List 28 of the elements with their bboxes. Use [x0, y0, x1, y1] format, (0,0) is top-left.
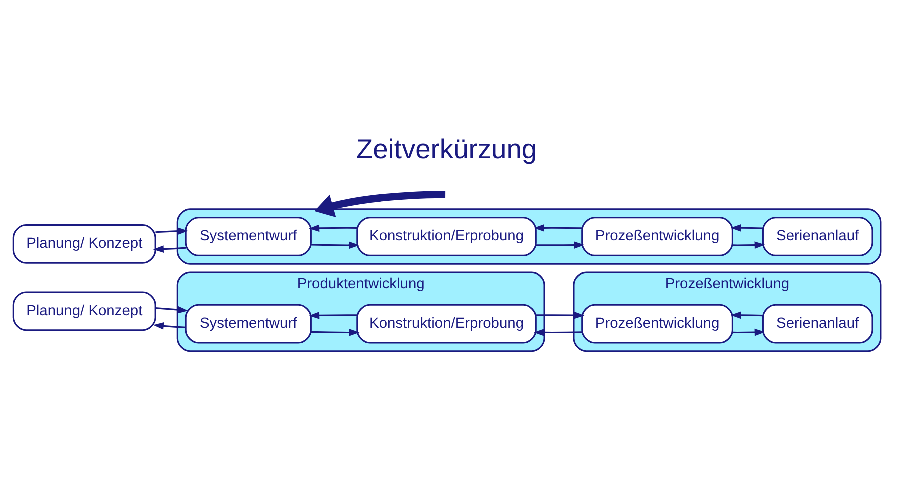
arrow: [156, 306, 188, 314]
arrow: [733, 328, 766, 336]
node-box: Planung/ Konzept: [12, 224, 156, 264]
node-box: Prozeßentwicklung: [582, 304, 734, 344]
node-box: Systementwurf: [185, 216, 312, 256]
arrow: [309, 224, 358, 232]
arrow: [153, 245, 186, 252]
node-box: Konstruktion/Erprobung: [356, 304, 537, 344]
arrow: [534, 224, 582, 232]
arrow: [311, 241, 360, 249]
arrow: [536, 241, 585, 248]
node-box: Systementwurf: [185, 304, 312, 344]
arrow: [730, 224, 764, 232]
arrow: [536, 311, 585, 319]
node-box: Konstruktion/Erprobung: [356, 216, 537, 256]
node-box: Planung/ Konzept: [12, 291, 156, 331]
node-box: Serienanlauf: [762, 216, 874, 256]
arrow: [730, 311, 764, 319]
node-box: Serienanlauf: [762, 304, 874, 344]
arrow: [733, 241, 766, 248]
arrow: [153, 322, 186, 330]
node-box: Prozeßentwicklung: [582, 216, 734, 256]
label: Zeitverkürzung: [356, 132, 538, 164]
arrow: [314, 190, 446, 217]
arrow: [156, 227, 188, 235]
arrow: [534, 328, 582, 336]
arrow: [309, 312, 358, 319]
arrow: [311, 328, 360, 336]
